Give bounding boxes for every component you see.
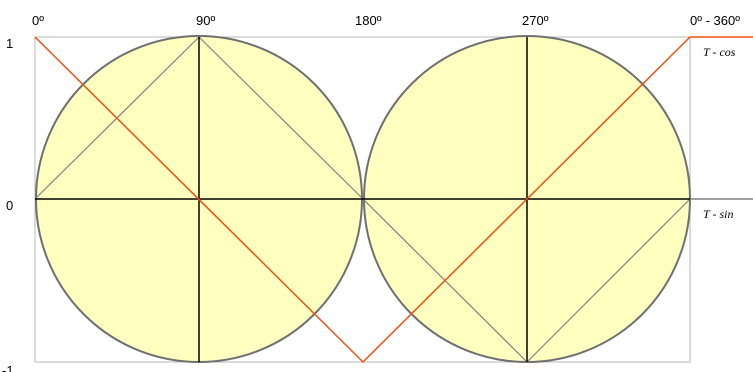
legend-cos-label: T - cos <box>703 45 736 59</box>
top-label-180: 180º <box>355 13 382 28</box>
top-label-0: 0º <box>32 13 44 28</box>
left-label-0: 0 <box>6 198 13 213</box>
left-label-1: 1 <box>6 36 13 51</box>
top-label-360: 0º - 360º <box>690 13 740 28</box>
left-label-neg1: -1 <box>2 363 14 372</box>
top-label-90: 90º <box>196 13 215 28</box>
triangle-cos-wave <box>34 36 691 364</box>
top-label-270: 270º <box>522 13 549 28</box>
legend-sin-label: T - sin <box>703 207 733 221</box>
gray-line-4 <box>526 198 691 363</box>
gray-line-2 <box>198 36 364 200</box>
